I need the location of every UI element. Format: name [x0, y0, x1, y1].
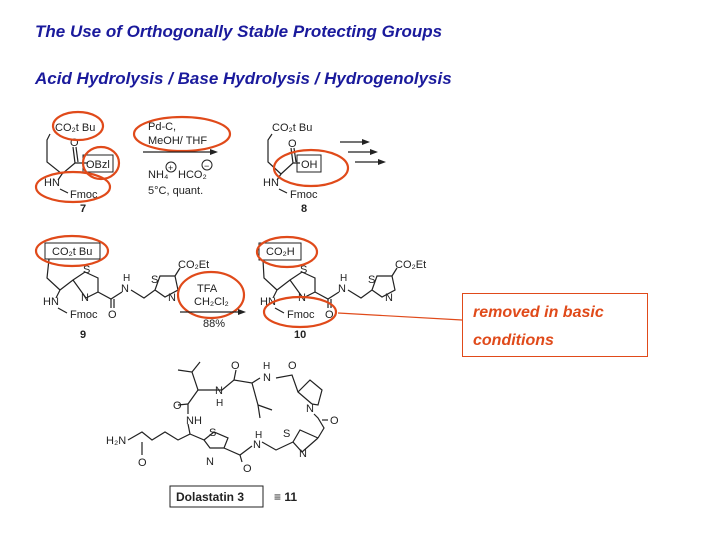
svg-text:O: O — [330, 415, 339, 427]
svg-text:NH₄: NH₄ — [148, 169, 169, 181]
callout-text-line1: removed in basic — [473, 304, 604, 321]
compound-10: CO₂H S N HN Fmoc O H N S N CO₂Et 10 — [255, 235, 426, 341]
svg-text:HN: HN — [263, 177, 279, 189]
svg-text:H: H — [255, 430, 262, 441]
svg-text:N: N — [206, 456, 214, 468]
svg-text:Fmoc: Fmoc — [287, 309, 315, 321]
svg-text:CO₂Et: CO₂Et — [178, 259, 209, 271]
svg-text:O: O — [243, 463, 252, 475]
svg-text:CO₂Et: CO₂Et — [395, 259, 426, 271]
svg-text:≡ 11: ≡ 11 — [274, 490, 297, 504]
svg-text:OH: OH — [301, 159, 318, 171]
svg-text:88%: 88% — [203, 318, 225, 330]
svg-text:HN: HN — [43, 296, 59, 308]
svg-text:9: 9 — [80, 329, 86, 341]
svg-text:10: 10 — [294, 329, 306, 341]
svg-text:S: S — [151, 274, 158, 286]
reagents-acid: TFA CH₂Cl₂ 88% — [176, 270, 246, 330]
svg-text:N: N — [299, 448, 307, 460]
callout-leader-line — [337, 312, 463, 321]
svg-text:NH: NH — [186, 415, 202, 427]
svg-text:N: N — [338, 283, 346, 295]
svg-text:S: S — [83, 264, 90, 276]
svg-text:H₂N: H₂N — [106, 435, 126, 447]
svg-text:N: N — [81, 292, 89, 304]
svg-text:5°C, quant.: 5°C, quant. — [148, 185, 203, 197]
svg-text:CO₂H: CO₂H — [266, 246, 295, 258]
compound-8: CO₂t Bu O OH HN Fmoc 8 — [263, 122, 350, 215]
svg-text:Fmoc: Fmoc — [290, 189, 318, 201]
svg-text:O: O — [325, 309, 334, 321]
callout-text-line2: conditions — [473, 332, 554, 349]
svg-text:O: O — [288, 360, 297, 372]
svg-text:S: S — [300, 264, 307, 276]
multi-step-arrows — [340, 139, 386, 165]
svg-text:TFA: TFA — [197, 283, 218, 295]
svg-text:Fmoc: Fmoc — [70, 309, 98, 321]
svg-text:Pd-C,: Pd-C, — [148, 121, 176, 133]
compound-number: 7 — [80, 203, 86, 215]
slide-title: The Use of Orthogonally Stable Protectin… — [35, 22, 443, 41]
compound-name: Dolastatin 3 — [176, 490, 244, 504]
obzl-label: OBzl — [86, 159, 110, 171]
svg-text:−: − — [204, 161, 209, 171]
svg-text:H: H — [263, 361, 270, 372]
reagents-hydrogenolysis: Pd-C, MeOH/ THF NH₄ + HCO₂ − 5°C, quant. — [132, 115, 232, 197]
svg-text:N: N — [306, 403, 314, 415]
svg-text:S: S — [209, 427, 216, 439]
svg-text:HN: HN — [260, 296, 276, 308]
svg-text:CH₂Cl₂: CH₂Cl₂ — [194, 296, 229, 308]
svg-text:O: O — [108, 309, 117, 321]
svg-text:O: O — [70, 137, 79, 149]
svg-text:HCO₂: HCO₂ — [178, 169, 207, 181]
svg-text:CO₂t Bu: CO₂t Bu — [272, 122, 312, 134]
compound-7: CO₂t Bu O OBzl HN Fmoc 7 — [34, 110, 121, 215]
svg-text:MeOH/ THF: MeOH/ THF — [148, 135, 207, 147]
svg-text:O: O — [288, 138, 297, 150]
svg-text:N: N — [168, 292, 176, 304]
svg-text:O: O — [231, 360, 240, 372]
svg-text:O: O — [138, 457, 147, 469]
svg-text:H: H — [123, 273, 130, 284]
compound-9: CO₂t Bu S N HN Fmoc O H N S N CO₂Et 9 — [34, 234, 209, 341]
svg-text:8: 8 — [301, 203, 307, 215]
ester-label: CO₂t Bu — [55, 122, 95, 134]
dolastatin-3-structure: O NH H₂N O S N O H N S N N O N H O H N O… — [106, 360, 339, 508]
svg-text:S: S — [368, 274, 375, 286]
svg-text:H: H — [216, 398, 223, 409]
svg-text:N: N — [215, 385, 223, 397]
svg-text:N: N — [385, 292, 393, 304]
callout-box: removed in basic conditions — [462, 293, 648, 357]
svg-text:N: N — [121, 283, 129, 295]
svg-text:S: S — [283, 428, 290, 440]
svg-text:Fmoc: Fmoc — [70, 189, 98, 201]
svg-text:+: + — [168, 163, 173, 173]
svg-text:O: O — [173, 400, 182, 412]
svg-text:CO₂t Bu: CO₂t Bu — [52, 246, 92, 258]
svg-text:H: H — [340, 273, 347, 284]
svg-text:HN: HN — [44, 177, 60, 189]
slide-subtitle: Acid Hydrolysis / Base Hydrolysis / Hydr… — [35, 69, 452, 88]
svg-text:N: N — [263, 372, 271, 384]
svg-text:N: N — [253, 439, 261, 451]
